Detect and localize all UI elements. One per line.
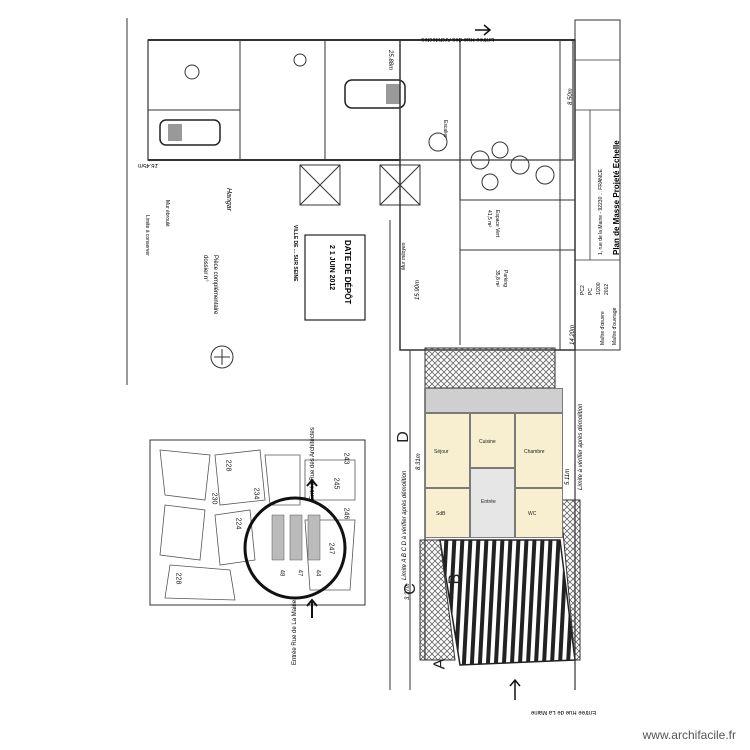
dimension-label: 25.88m xyxy=(387,50,393,71)
room-label: Cuisine xyxy=(479,439,496,445)
title-block-phase: PC xyxy=(588,288,594,295)
dimension-label: 8.50m xyxy=(568,88,574,105)
arrow-icon xyxy=(475,24,492,36)
street-mairie-label: Entrée Rue de La Mairie xyxy=(530,709,596,715)
espace-vert-area: 41,5 m² xyxy=(486,210,492,227)
car-icon xyxy=(344,79,406,109)
title-block-scale: 1/200 xyxy=(596,282,602,295)
terrace-hatch xyxy=(439,539,576,666)
parcel-number: 243 xyxy=(342,452,350,465)
parcel-number: 47 xyxy=(296,569,303,577)
title-block-title: Plan de Masse Projeté Echelle xyxy=(612,140,621,255)
title-block-architect: Maître d'œuvre xyxy=(600,311,606,345)
inset-map-frame xyxy=(149,439,366,606)
date-stamp-box xyxy=(304,234,366,321)
parcel-number: 228 xyxy=(224,459,232,472)
parcel-number: 245 xyxy=(332,477,340,490)
crosshatch-strip xyxy=(424,347,556,389)
espace-vert-label: Espace Vert xyxy=(494,210,500,237)
dimension-label: 14.20m xyxy=(570,324,576,345)
date-stamp-label: 2 1 JUIN 2012 xyxy=(328,245,335,291)
room-label: WC xyxy=(528,511,537,517)
title-block-address: 1, rue de la Mairie - 92230 ... FRANCE xyxy=(598,169,604,255)
street-architectes-label: Entrée Rue des Architectes xyxy=(421,36,494,42)
room-header xyxy=(425,388,563,413)
limite-label: Limite à conserver xyxy=(144,215,150,256)
dossier-label: dossier n° xyxy=(202,255,208,282)
room-sejour: Séjour xyxy=(425,413,470,488)
room-cuisine: Cuisine xyxy=(470,413,515,468)
limite-abcd-label: Limite A B C D à vérifier après démoliti… xyxy=(402,470,408,580)
tree-icons xyxy=(428,132,555,191)
parking-block-outline xyxy=(147,39,574,161)
dimension-label: 5.11m xyxy=(565,468,571,485)
point-letter: D xyxy=(394,431,412,443)
watermark: www.archifacile.fr xyxy=(642,728,736,742)
parcel-number: 234 xyxy=(252,487,260,500)
title-block-frame xyxy=(574,19,621,351)
parcel-number: 228 xyxy=(174,572,182,585)
inset-mairie-label: Entrée Rue de La Mairie xyxy=(292,599,298,665)
hangar-label: Hangar xyxy=(225,188,232,211)
title-block-date: 2012 xyxy=(604,283,610,295)
parcel-number: 246 xyxy=(342,507,350,520)
piece-label: Pièce complémentaire xyxy=(212,255,218,315)
building-outline xyxy=(399,39,576,351)
parcel-number: 44 xyxy=(314,569,321,577)
accessible-parking-icon xyxy=(184,64,200,80)
point-letter: C xyxy=(401,583,419,595)
room-label: SdB xyxy=(436,511,446,517)
escalier-label: Escalier xyxy=(442,120,448,138)
room-label: Chambre xyxy=(524,449,545,455)
room-chambre: Chambre xyxy=(515,413,563,488)
point-letter: A xyxy=(431,658,449,670)
ville-label: VILLE DE ... SUR SEINE xyxy=(292,225,298,282)
accessible-parking-icon xyxy=(293,53,307,67)
parcel-number: 247 xyxy=(327,542,335,555)
room-entree: Entrée xyxy=(470,468,515,538)
parking-area: 35,8 m² xyxy=(494,270,500,287)
site-highlight-circle xyxy=(243,496,347,600)
parcel-number: 224 xyxy=(234,517,242,530)
title-block-plan: PC2 xyxy=(580,285,586,295)
inset-architectes-label: Entrée Rue des Architectes xyxy=(310,427,316,500)
point-letter: B xyxy=(446,573,464,585)
dimension-label: 15.90m xyxy=(415,279,421,300)
room-label: Séjour xyxy=(434,449,449,455)
room-sdb: SdB xyxy=(425,488,470,538)
dimension-label: 8.31m xyxy=(416,453,422,470)
hangar-crosses xyxy=(299,164,421,206)
arrow-icon xyxy=(306,478,318,500)
car-icon xyxy=(159,119,221,146)
dimension-label: 16.45m xyxy=(137,162,158,168)
room-wc: WC xyxy=(515,488,563,538)
parcel-number: 48 xyxy=(278,569,285,577)
mur-mitoyen-label: Mur mitoyen xyxy=(401,242,407,270)
arrow-icon xyxy=(306,598,318,618)
arrow-icon xyxy=(509,678,521,700)
parking-label: Parking xyxy=(502,270,508,287)
parcel-number: 230 xyxy=(210,492,218,505)
room-label: Entrée xyxy=(481,499,496,505)
mur-label: Mur ébroulé xyxy=(164,200,170,227)
date-depot-label: DATE DE DÉPÔT xyxy=(343,240,352,305)
limite-def-label: Limite à vérifier après démolition xyxy=(578,403,584,490)
north-arrow-icon xyxy=(210,345,234,369)
title-block-client: Maître d'ouvrage xyxy=(612,307,618,345)
